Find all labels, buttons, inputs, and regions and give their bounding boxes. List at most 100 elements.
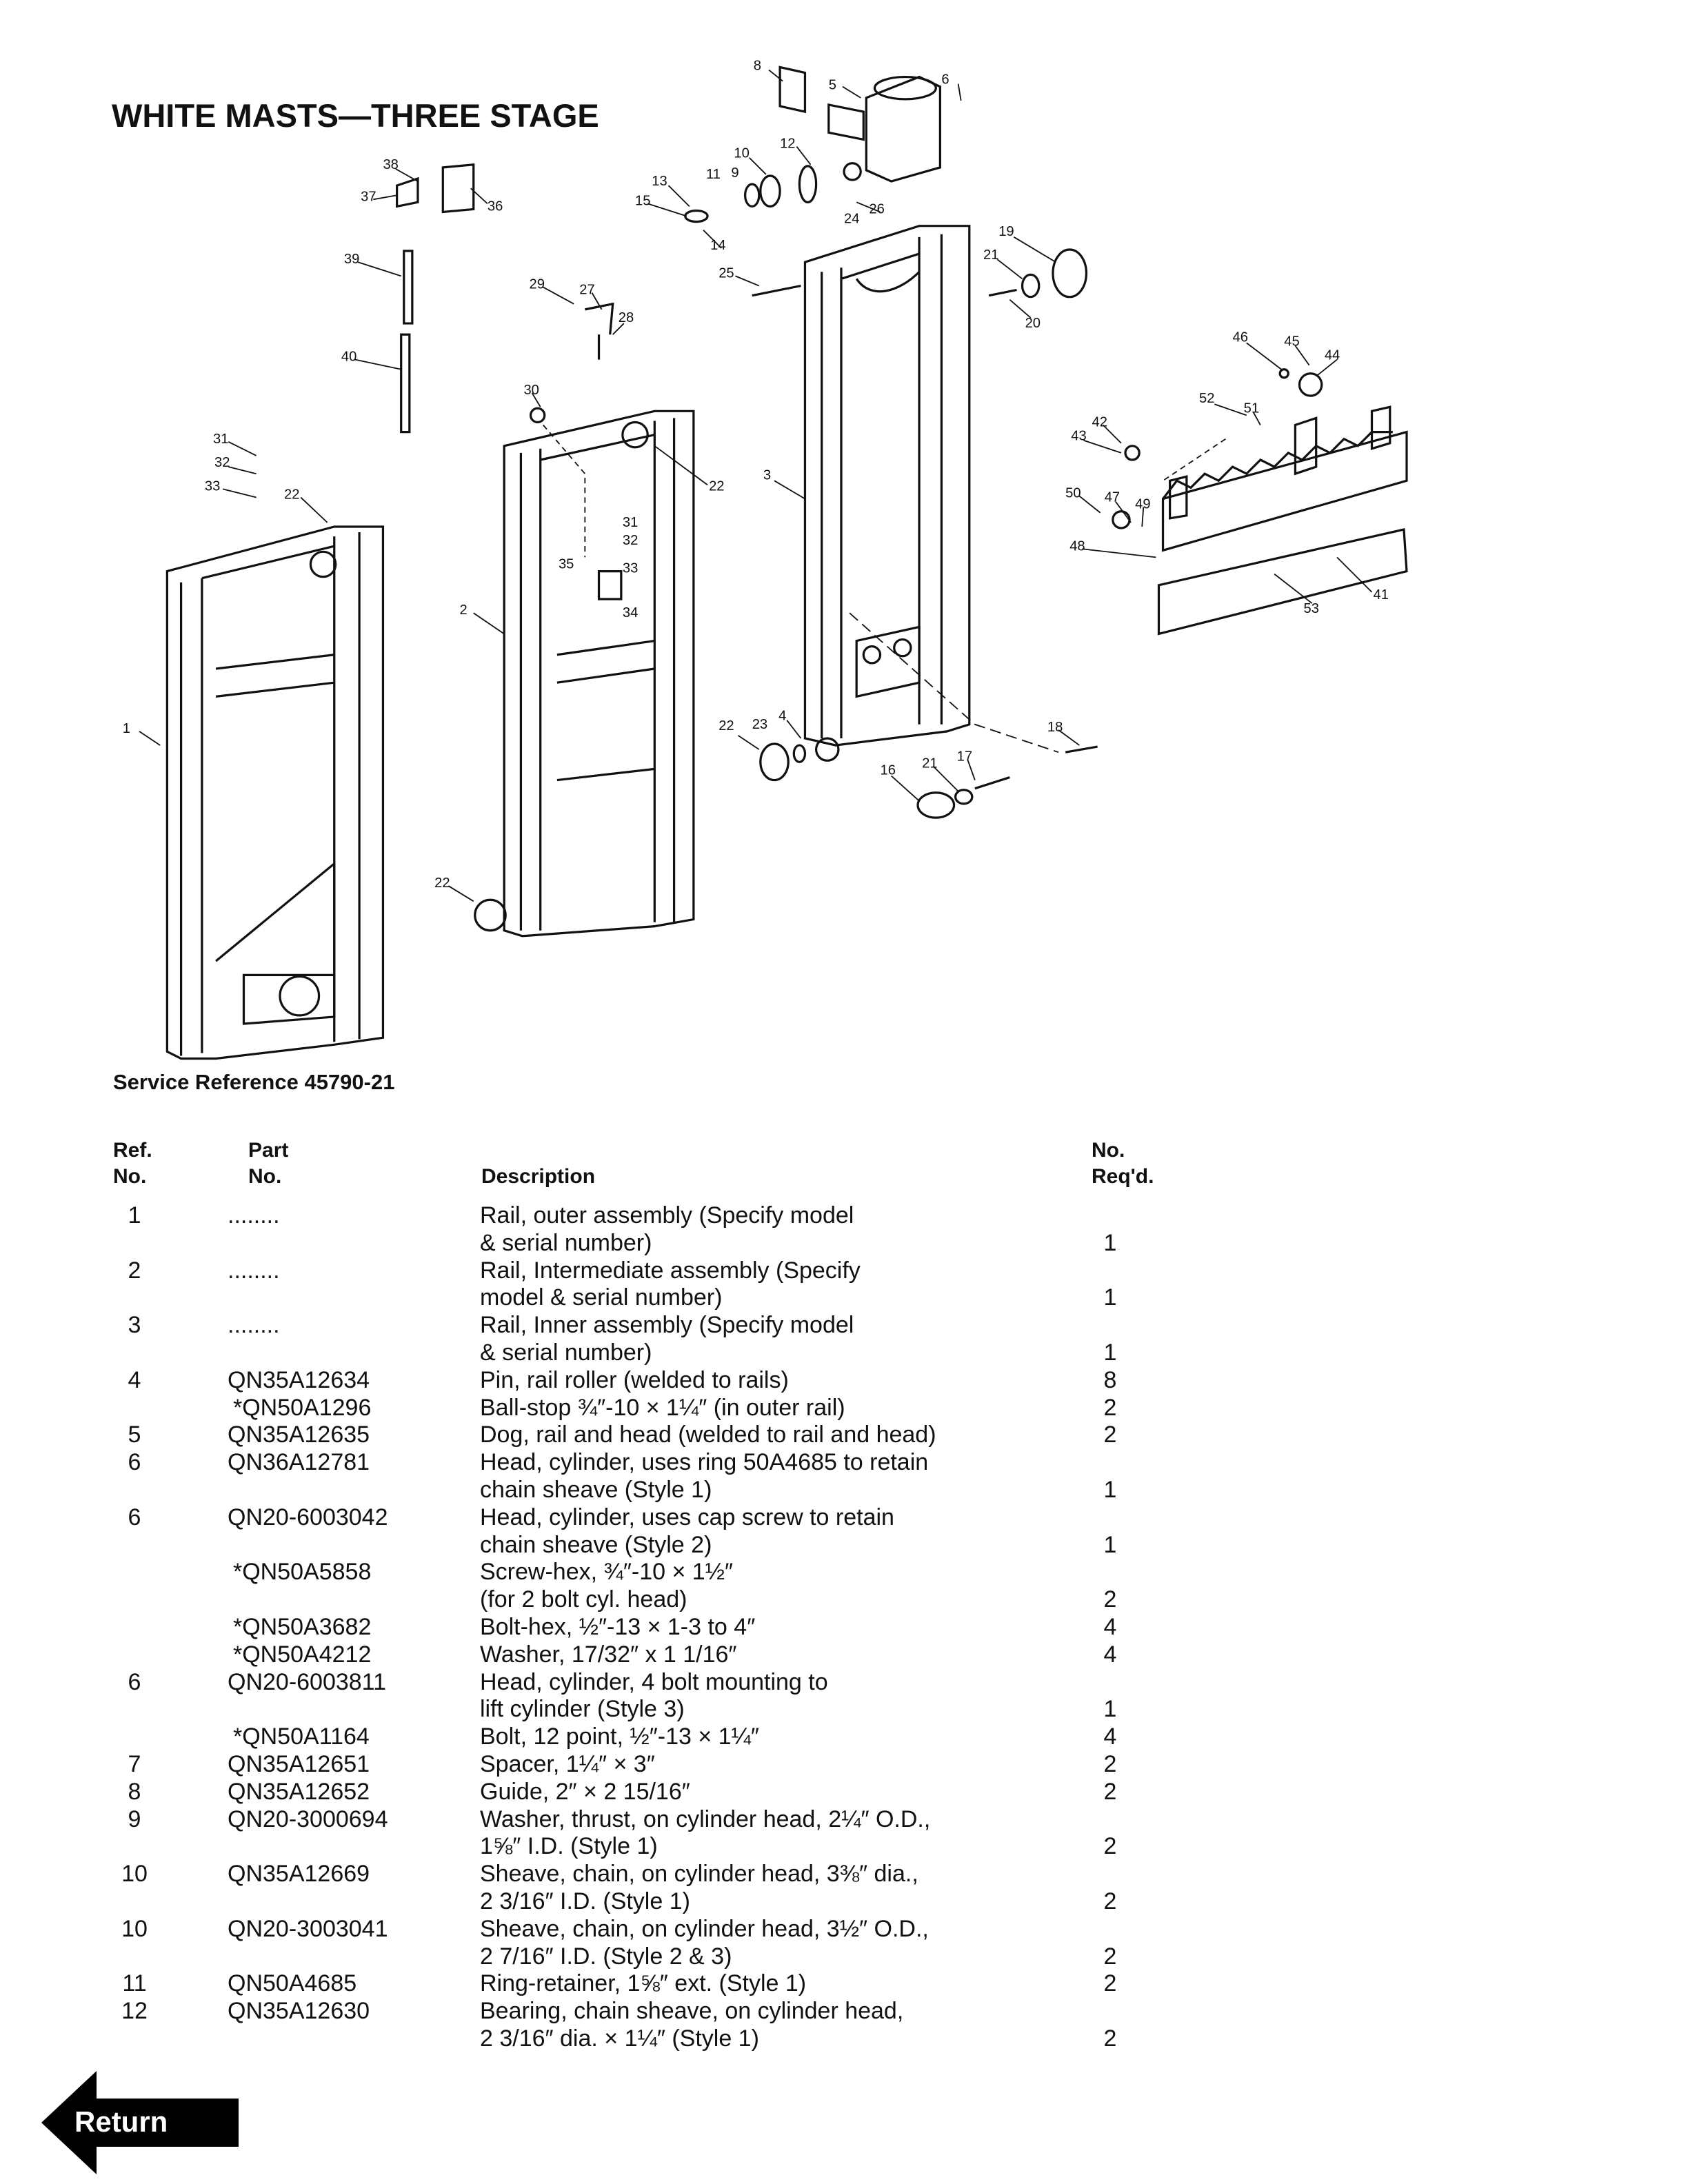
part-number: *QN50A1164 xyxy=(233,1723,370,1750)
callout: 28 xyxy=(619,310,634,325)
callout: 22 xyxy=(434,876,450,891)
callout: 39 xyxy=(344,252,359,267)
header-part: Part No. xyxy=(248,1138,288,1190)
callout: 34 xyxy=(623,605,638,620)
quantity-required: 2 xyxy=(1103,1778,1117,1805)
callout: 24 xyxy=(844,212,859,227)
description-line: Sheave, chain, on cylinder head, 3⅜″ dia… xyxy=(480,1861,918,1888)
left-arrow-icon xyxy=(41,2071,239,2174)
callout: 3 xyxy=(763,467,771,483)
callout: 49 xyxy=(1135,497,1150,512)
small-parts-drawing xyxy=(396,162,1323,819)
part-number: ........ xyxy=(228,1202,280,1228)
outer-rail-drawing xyxy=(165,525,385,1060)
description-line: Washer, thrust, on cylinder head, 2¼″ O.… xyxy=(480,1806,931,1832)
part-number: QN35A12652 xyxy=(228,1778,370,1805)
description-line: 2 7/16″ I.D. (Style 2 & 3) xyxy=(480,1943,732,1970)
quantity-required: 1 xyxy=(1103,1339,1117,1366)
description-line: Washer, 17/32″ x 1 1/16″ xyxy=(480,1641,737,1668)
header-part-line1: Part xyxy=(248,1139,289,1162)
ref-number: 4 xyxy=(128,1366,141,1393)
callout: 33 xyxy=(623,561,638,576)
description-line: Ring-retainer, 1⅝″ ext. (Style 1) xyxy=(480,1970,807,1997)
ref-number: 12 xyxy=(121,1998,148,2025)
callout: 12 xyxy=(780,136,795,152)
ref-number: 2 xyxy=(128,1257,141,1284)
callout: 22 xyxy=(284,487,299,503)
callout: 46 xyxy=(1233,330,1248,345)
callout: 18 xyxy=(1047,720,1063,735)
quantity-required: 4 xyxy=(1103,1641,1117,1668)
callout: 1 xyxy=(123,721,130,736)
callout: 30 xyxy=(523,383,539,398)
callout: 31 xyxy=(623,515,638,530)
callout: 32 xyxy=(623,533,638,548)
callout: 42 xyxy=(1092,415,1107,430)
callout: 19 xyxy=(998,224,1014,239)
callout: 51 xyxy=(1244,401,1259,416)
description: Pin, rail roller (welded to rails) xyxy=(480,1367,1101,1395)
description: Washer, thrust, on cylinder head, 2¼″ O.… xyxy=(480,1806,1101,1861)
callout-numbers: 8 5 6 12 10 13 11 9 15 14 26 24 19 21 25… xyxy=(123,58,1389,891)
description-line: Pin, rail roller (welded to rails) xyxy=(480,1366,789,1393)
service-reference: Service Reference 45790-21 xyxy=(113,1070,395,1094)
callout: 11 xyxy=(706,167,721,182)
callout: 17 xyxy=(957,749,972,764)
callout: 50 xyxy=(1065,486,1081,501)
header-description: Description xyxy=(481,1165,596,1188)
callout: 32 xyxy=(214,455,230,470)
part-number: QN35A12630 xyxy=(228,1998,370,2025)
ref-number: 5 xyxy=(128,1422,141,1448)
description-line: Ball-stop ¾″-10 × 1¼″ (in outer rail) xyxy=(480,1394,845,1421)
description-line: Rail, Inner assembly (Specify model xyxy=(480,1312,854,1339)
carriage-chain-drawing xyxy=(1112,405,1408,636)
header-req: No. Req'd. xyxy=(1092,1138,1154,1190)
description-line: lift cylinder (Style 3) xyxy=(480,1696,685,1723)
ref-number: 9 xyxy=(128,1806,141,1832)
description-line: Spacer, 1¼″ × 3″ xyxy=(480,1751,655,1777)
description: Head, cylinder, uses cap screw to retain… xyxy=(480,1504,1101,1559)
quantity-required: 8 xyxy=(1103,1366,1117,1393)
inner-rail-drawing xyxy=(803,225,971,747)
header-ref-line2: No. xyxy=(113,1165,147,1188)
description-line: & serial number) xyxy=(480,1339,652,1366)
description: Ring-retainer, 1⅝″ ext. (Style 1) xyxy=(480,1970,1101,1998)
description: Dog, rail and head (welded to rail and h… xyxy=(480,1422,1101,1449)
callout: 4 xyxy=(778,709,786,724)
return-label: Return xyxy=(74,2105,168,2138)
description-line: Bearing, chain sheave, on cylinder head, xyxy=(480,1998,904,2025)
quantity-required: 1 xyxy=(1103,1229,1117,1256)
callout: 31 xyxy=(213,432,228,447)
quantity-required: 1 xyxy=(1103,1696,1117,1723)
description-line: Head, cylinder, uses cap screw to retain xyxy=(480,1504,894,1530)
callout: 21 xyxy=(922,756,937,771)
description: Bearing, chain sheave, on cylinder head,… xyxy=(480,1998,1101,2053)
description-line: Rail, Intermediate assembly (Specify xyxy=(480,1257,861,1284)
description: Ball-stop ¾″-10 × 1¼″ (in outer rail) xyxy=(480,1395,1101,1422)
return-button[interactable]: Return xyxy=(41,2071,239,2174)
description-line: Bolt, 12 point, ½″-13 × 1¼″ xyxy=(480,1723,759,1750)
callout: 45 xyxy=(1284,334,1299,349)
callout: 27 xyxy=(579,283,594,298)
part-number: QN35A12651 xyxy=(228,1751,370,1777)
description: Washer, 17/32″ x 1 1/16″ xyxy=(480,1641,1101,1669)
callout: 52 xyxy=(1199,391,1214,406)
part-number: QN36A12781 xyxy=(228,1449,370,1476)
quantity-required: 2 xyxy=(1103,1888,1117,1914)
callout: 15 xyxy=(635,193,650,208)
header-part-line2: No. xyxy=(248,1165,282,1188)
callout: 8 xyxy=(754,58,761,73)
ref-number: 6 xyxy=(128,1668,141,1695)
ref-number: 11 xyxy=(122,1970,147,1997)
part-number: QN20-6003811 xyxy=(228,1668,386,1695)
part-number: QN20-6003042 xyxy=(228,1504,388,1530)
description-line: Screw-hex, ¾″-10 × 1½″ xyxy=(480,1559,734,1586)
description-line: 2 3/16″ dia. × 1¼″ (Style 1) xyxy=(480,2025,759,2052)
quantity-required: 2 xyxy=(1103,1970,1117,1997)
callout: 22 xyxy=(719,718,734,734)
description: Screw-hex, ¾″-10 × 1½″(for 2 bolt cyl. h… xyxy=(480,1559,1101,1614)
description-line: chain sheave (Style 2) xyxy=(480,1531,712,1558)
callout: 26 xyxy=(869,202,884,217)
quantity-required: 2 xyxy=(1103,2025,1117,2052)
